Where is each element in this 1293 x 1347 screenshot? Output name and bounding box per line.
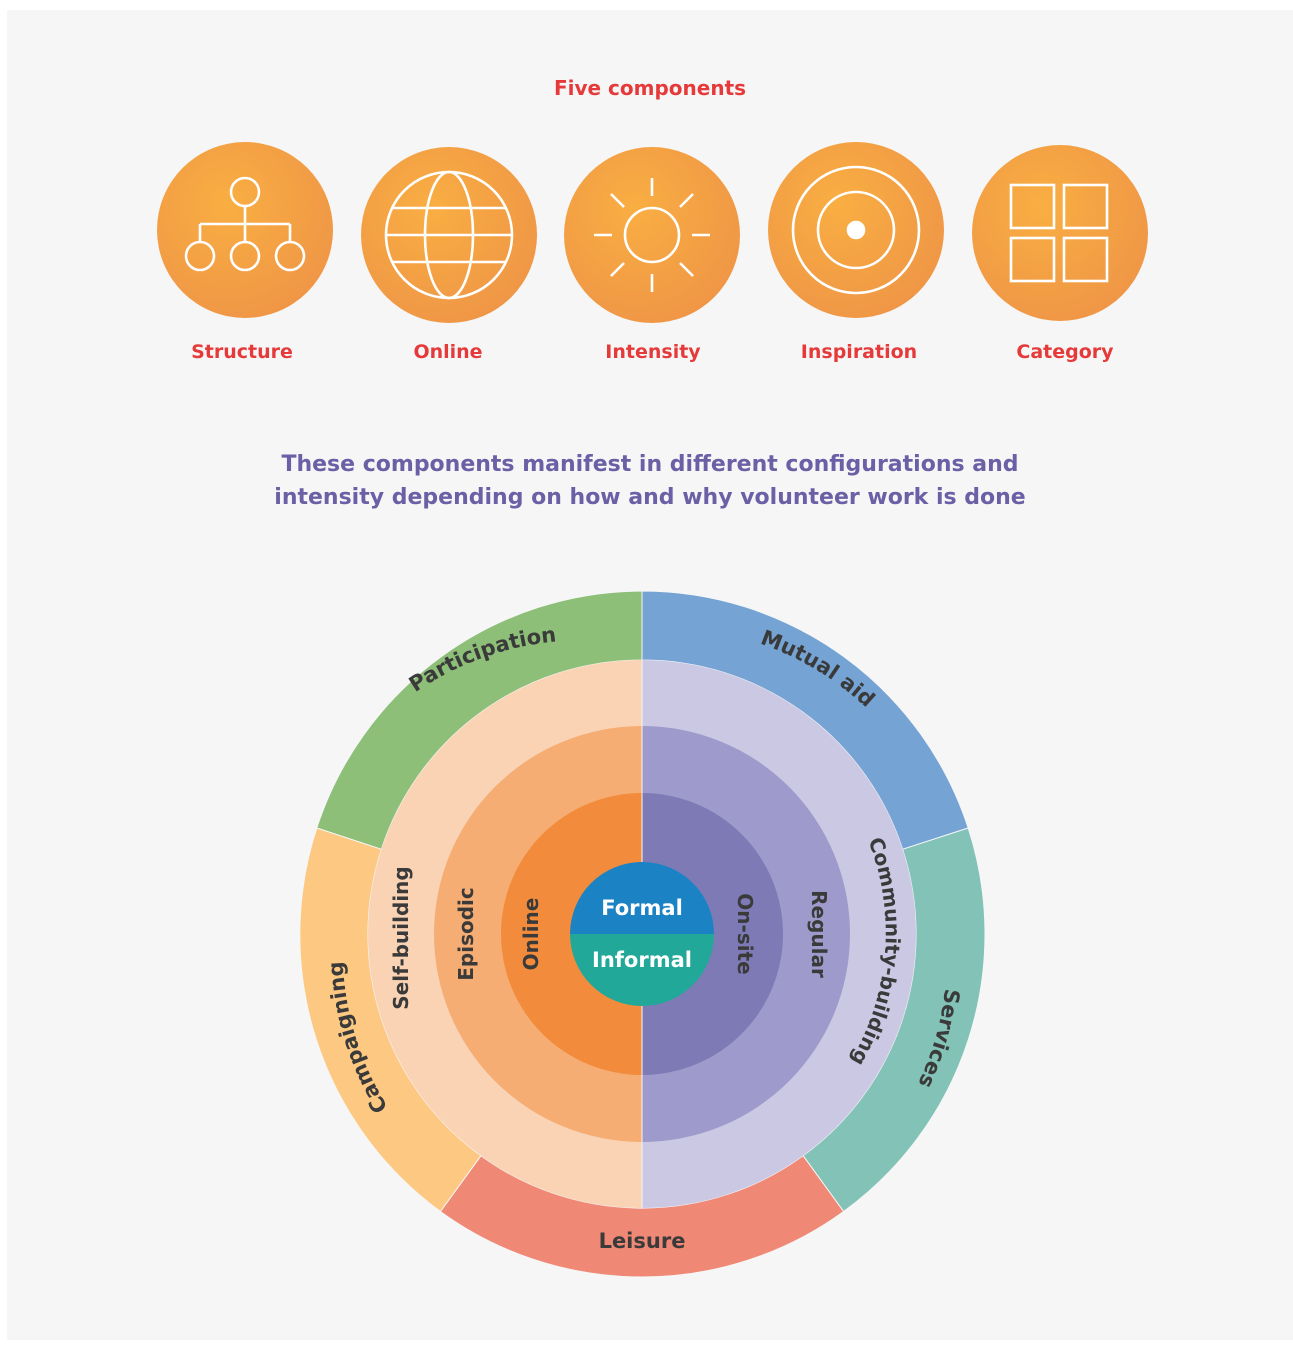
section-heading: Five components <box>553 76 747 100</box>
outer-ring <box>299 590 986 1278</box>
inspiration-icon-badge <box>768 142 944 318</box>
center-disc <box>570 862 714 1006</box>
subtitle-line-2: intensity depending on how and why volun… <box>274 485 1026 510</box>
regular-ring-label: Regular <box>807 890 831 978</box>
on-site-ring-label: On-site <box>733 893 757 974</box>
category-icon-badge <box>972 145 1148 321</box>
structure-label: Structure <box>191 341 293 363</box>
formal-half <box>570 862 714 934</box>
subtitle-line-1: These components manifest in different c… <box>281 452 1019 477</box>
online-ring-label: Online <box>519 898 543 971</box>
online-icon-badge <box>361 147 537 323</box>
campaigning-segment <box>299 827 482 1213</box>
intensity-icon-badge <box>564 147 740 323</box>
intensity-label: Intensity <box>605 341 701 363</box>
components-row <box>157 142 1148 323</box>
subtitle: These components manifest in different c… <box>150 448 1150 514</box>
category-label: Category <box>1016 341 1114 363</box>
informal-half <box>570 934 714 1006</box>
self-building-ring-label: Self-building <box>389 866 413 1009</box>
sun-icon <box>594 178 710 292</box>
formal-label: Formal <box>601 896 683 920</box>
online-label: Online <box>413 341 483 363</box>
episodic-ring-label: Episodic <box>454 887 478 981</box>
structure-icon-badge <box>157 142 333 318</box>
inspiration-label: Inspiration <box>800 341 918 363</box>
leisure-label: Leisure <box>599 1229 686 1253</box>
globe-icon <box>384 170 514 300</box>
informal-label: Informal <box>592 948 692 972</box>
grid-icon <box>1009 183 1109 283</box>
target-icon <box>791 165 921 295</box>
left-half <box>368 660 642 1208</box>
hierarchy-icon <box>184 176 306 272</box>
